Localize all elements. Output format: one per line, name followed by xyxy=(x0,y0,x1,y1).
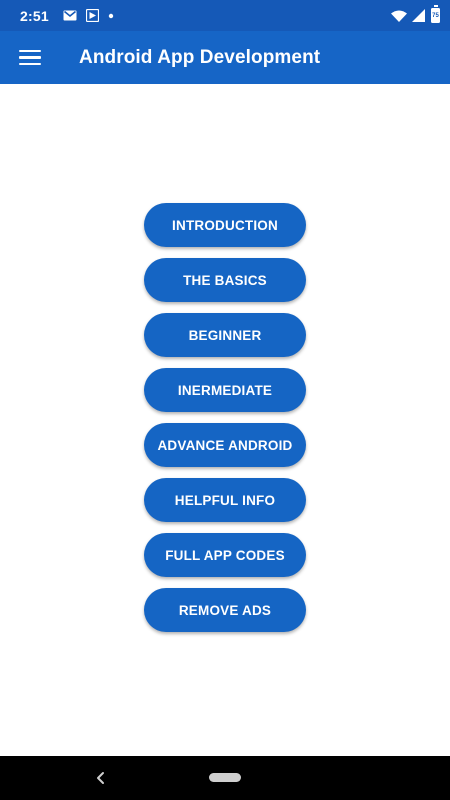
introduction-button[interactable]: INTRODUCTION xyxy=(144,203,306,247)
notification-dot-icon xyxy=(108,13,114,19)
battery-level: 75 xyxy=(432,12,439,19)
status-system-icons: 75 xyxy=(391,5,440,23)
remove-ads-button[interactable]: REMOVE ADS xyxy=(144,588,306,632)
hamburger-line xyxy=(19,63,41,66)
gmail-icon xyxy=(63,10,77,21)
app-bar: Android App Development xyxy=(0,31,450,84)
home-pill-icon[interactable] xyxy=(209,773,241,782)
hamburger-menu-icon[interactable] xyxy=(19,49,41,66)
beginner-button[interactable]: BEGINNER xyxy=(144,313,306,357)
battery-icon: 75 xyxy=(431,5,440,23)
advance-android-button[interactable]: ADVANCE ANDROID xyxy=(144,423,306,467)
helpful-info-button[interactable]: HELPFUL INFO xyxy=(144,478,306,522)
main-menu: INTRODUCTION THE BASICS BEGINNER INERMED… xyxy=(0,203,450,632)
full-app-codes-button[interactable]: FULL APP CODES xyxy=(144,533,306,577)
intermediate-button[interactable]: INERMEDIATE xyxy=(144,368,306,412)
status-time: 2:51 xyxy=(20,7,49,24)
the-basics-button[interactable]: THE BASICS xyxy=(144,258,306,302)
signal-icon xyxy=(412,9,426,22)
wifi-icon xyxy=(391,10,407,22)
status-bar: 2:51 xyxy=(0,0,450,31)
hamburger-line xyxy=(19,49,41,52)
play-store-icon xyxy=(85,9,99,22)
app-title: Android App Development xyxy=(79,46,321,68)
status-notification-icons xyxy=(63,9,114,22)
back-icon[interactable] xyxy=(92,767,110,789)
hamburger-line xyxy=(19,56,41,59)
system-nav-bar xyxy=(0,756,450,800)
